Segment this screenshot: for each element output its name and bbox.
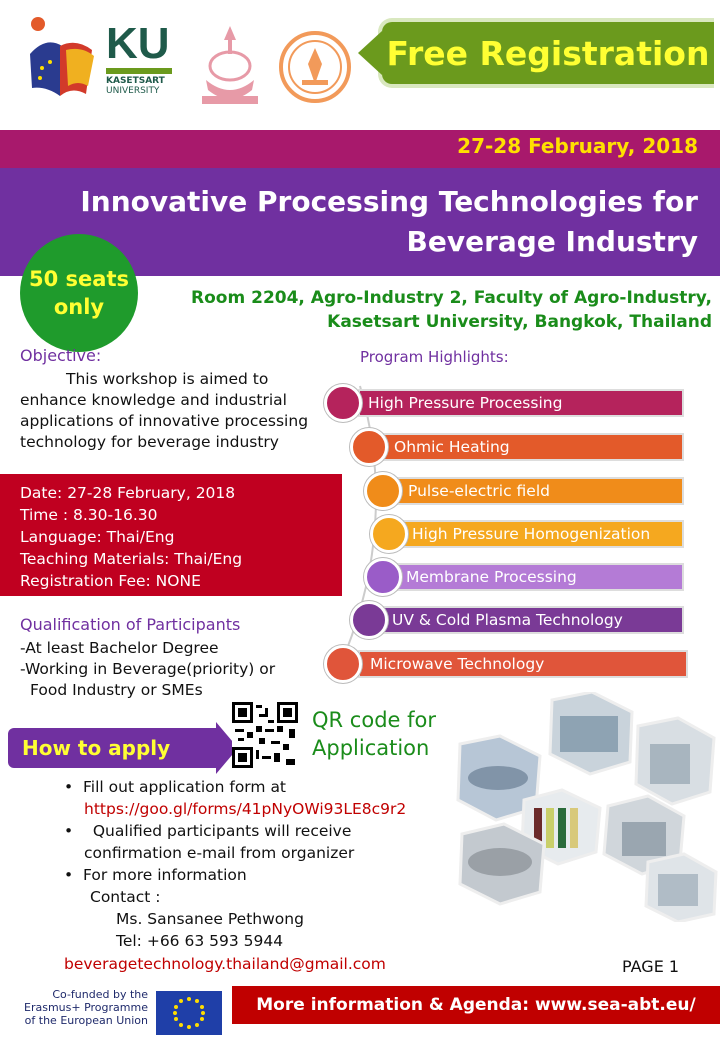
venue: Room 2204, Agro-Industry 2, Faculty of A… (150, 286, 712, 334)
objective-heading: Objective: (20, 346, 102, 365)
step-3-text: For more information (83, 866, 247, 884)
step-2: • Qualified participants will receive (64, 822, 352, 840)
step-1: • Fill out application form at (64, 778, 287, 796)
qr-code[interactable] (232, 702, 298, 768)
step-3: • For more information (64, 866, 247, 884)
program-bullet-5 (364, 558, 402, 596)
contact-email-link[interactable]: beveragetechnology.thailand@gmail.com (64, 955, 386, 973)
detail-language: Language: Thai/Eng (20, 528, 175, 546)
qualification-line-1: -At least Bachelor Degree (20, 639, 219, 657)
qr-caption-line-1: QR code for (312, 708, 436, 732)
contact-label: Contact : (90, 888, 161, 906)
cofund-line-1: Co-funded by the (52, 988, 148, 1001)
program-highlights-heading: Program Highlights: (360, 348, 509, 366)
detail-materials: Teaching Materials: Thai/Eng (20, 550, 243, 568)
qualification-heading: Qualification of Participants (20, 615, 241, 634)
detail-time: Time : 8.30-16.30 (20, 506, 158, 524)
step-2b-text: confirmation e-mail from organizer (84, 844, 355, 862)
how-to-apply-banner: How to apply (8, 722, 238, 774)
step-1-text: Fill out application form at (83, 778, 287, 796)
qr-caption-line-2: Application (312, 736, 430, 760)
qualification-line-3: Food Industry or SMEs (30, 681, 203, 699)
date-banner: 27-28 February, 2018 (0, 130, 720, 168)
program-item-pulse-electric-field: Pulse-electric field (394, 477, 684, 505)
ku-logo-mark: KU (106, 19, 170, 68)
application-steps: • Fill out application form at https://g… (64, 776, 406, 952)
eu-partner-logo (26, 16, 100, 108)
objective-line-4: technology for beverage industry (20, 433, 279, 451)
program-item-ohmic-heating: Ohmic Heating (380, 433, 684, 461)
seats-line-2: only (53, 295, 105, 319)
detail-date: Date: 27-28 February, 2018 (20, 484, 236, 502)
program-item-label: Membrane Processing (406, 568, 577, 586)
contact-tel: Tel: +66 63 593 5944 (116, 932, 284, 950)
eu-flag-icon (156, 991, 222, 1035)
erasmus-cofund-text: Co-funded by the Erasmus+ Programme of t… (22, 988, 148, 1027)
event-title: Innovative Processing Technologies for B… (78, 182, 698, 262)
program-item-microwave-technology: Microwave Technology (358, 650, 688, 678)
agro-industry-logo (278, 30, 352, 104)
date-banner-text: 27-28 February, 2018 (457, 134, 698, 158)
ku-logo-bar (106, 68, 172, 74)
qualification-text: -At least Bachelor Degree -Working in Be… (20, 638, 275, 701)
page-number: PAGE 1 (622, 957, 680, 976)
detail-fee: Registration Fee: NONE (20, 572, 201, 590)
seats-badge: 50 seats only (20, 234, 138, 352)
seats-line-1: 50 seats (29, 267, 129, 291)
program-bullet-2 (350, 428, 388, 466)
step-2-text: Qualified participants will receive (92, 822, 352, 840)
program-bullet-6 (350, 601, 388, 639)
form-url-link[interactable]: https://goo.gl/forms/41pNyOWi93LE8c9r2 (84, 800, 407, 818)
objective-line-2: enhance knowledge and industrial (20, 391, 287, 409)
free-registration-banner: Free Registration (378, 18, 714, 88)
objective-text: This workshop is aimed to enhance knowle… (20, 369, 340, 453)
venue-line-2: Kasetsart University, Bangkok, Thailand (327, 312, 712, 332)
ku-logo-name-2: UNIVERSITY (106, 86, 160, 96)
event-details: Date: 27-28 February, 2018 Time : 8.30-1… (0, 474, 342, 596)
program-item-label: UV & Cold Plasma Technology (392, 611, 623, 629)
program-bullet-4 (370, 515, 408, 553)
title-line-2: Beverage Industry (406, 225, 699, 258)
program-bullet-7 (324, 645, 362, 683)
program-item-membrane-processing: Membrane Processing (394, 563, 684, 591)
cofund-line-3: of the European Union (24, 1014, 148, 1027)
program-item-high-pressure-homogenization: High Pressure Homogenization (400, 520, 684, 548)
cofund-line-2: Erasmus+ Programme (24, 1001, 148, 1014)
chula-logo (196, 24, 264, 110)
objective-line-1: This workshop is aimed to (66, 370, 269, 388)
program-item-high-pressure-processing: High Pressure Processing (358, 389, 684, 417)
qualification-line-2: -Working in Beverage(priority) or (20, 660, 276, 678)
title-banner: Innovative Processing Technologies for B… (0, 168, 720, 276)
objective-line-3: applications of innovative processing (20, 412, 309, 430)
program-item-uv-cold-plasma: UV & Cold Plasma Technology (380, 606, 684, 634)
more-info-link[interactable]: More information & Agenda: www.sea-abt.e… (232, 986, 720, 1024)
program-item-label: High Pressure Processing (368, 394, 563, 412)
program-item-label: Microwave Technology (370, 655, 545, 673)
ku-logo-name-1: KASETSART (106, 76, 165, 86)
contact-name: Ms. Sansanee Pethwong (116, 910, 304, 928)
program-item-label: Pulse-electric field (408, 482, 550, 500)
program-item-label: High Pressure Homogenization (412, 525, 651, 543)
qr-code-caption: QR code for Application (312, 706, 436, 762)
program-bullet-3 (364, 472, 402, 510)
program-item-label: Ohmic Heating (394, 438, 510, 456)
title-line-1: Innovative Processing Technologies for (80, 185, 698, 218)
program-bullet-1 (324, 384, 362, 422)
equipment-photo-collage (456, 692, 718, 922)
how-to-apply-label: How to apply (22, 736, 171, 760)
ku-logo: KU KASETSART UNIVERSITY (106, 22, 184, 112)
venue-line-1: Room 2204, Agro-Industry 2, Faculty of A… (191, 288, 712, 308)
